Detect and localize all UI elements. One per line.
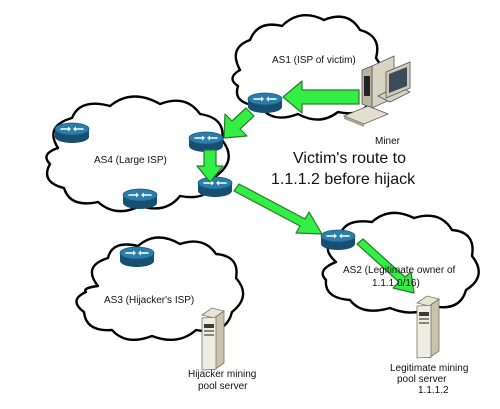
- as2-label-line1: AS2 (Legitimate owner of: [343, 265, 456, 276]
- legit-server-label-line1: Legitimate mining: [390, 363, 468, 374]
- as2-cloud: [321, 211, 480, 314]
- route-arrow-icon: [282, 80, 360, 114]
- legit-server-ip-label: 1.1.1.2: [418, 385, 449, 396]
- hijacker-server-label-line1: Hijacker mining: [188, 369, 256, 380]
- legit-server-label-line2: pool server: [397, 374, 447, 385]
- miner-desktop-computer-icon: [342, 55, 411, 127]
- as4-exit-router-icon: [197, 176, 233, 198]
- as4-left-router-icon: [54, 122, 90, 144]
- route-arrow-icon: [356, 238, 415, 294]
- as1-router-icon: [247, 92, 283, 114]
- as2-label-line2: 1.1.1.0/16): [372, 278, 420, 289]
- as2-router-icon: [320, 229, 356, 251]
- as1-label: AS1 (ISP of victim): [272, 55, 356, 66]
- as4-right-router-icon: [188, 131, 224, 153]
- route-arrow-icon: [196, 149, 224, 183]
- route-arrow-icon: [233, 183, 323, 235]
- route-arrows: [196, 80, 415, 294]
- miner-label: Miner: [375, 136, 401, 147]
- as3-label: AS3 (Hijacker's ISP): [104, 295, 194, 306]
- route-arrow-icon: [223, 107, 255, 139]
- caption-line2: 1.1.1.2 before hijack: [271, 171, 416, 188]
- as3-router-icon: [119, 246, 155, 268]
- as4-bottom-router-icon: [122, 188, 158, 210]
- hijacker-server-label-line2: pool server: [198, 381, 248, 392]
- as4-label: AS4 (Large ISP): [94, 155, 167, 166]
- caption-line1: Victim's route to: [293, 150, 406, 167]
- as4-cloud: [45, 95, 230, 213]
- as3-cloud: [75, 236, 245, 342]
